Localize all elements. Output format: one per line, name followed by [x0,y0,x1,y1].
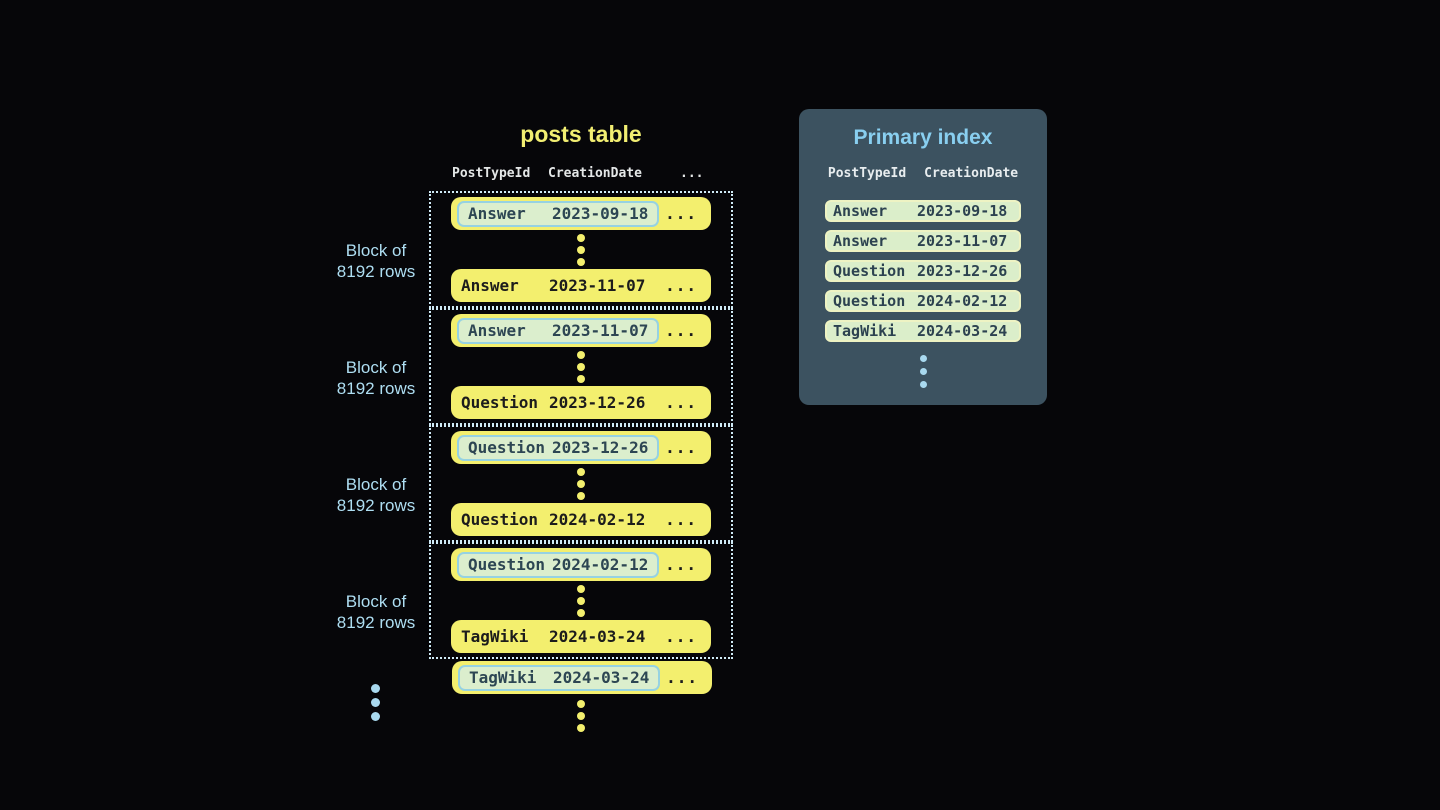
block-label-line2: 8192 rows [336,496,416,515]
creation-date-cell: 2024-02-12 [549,510,646,529]
post-type-cell: Question [461,510,539,529]
index-row: Question 2024-02-12 [825,290,1021,312]
index-row: Answer 2023-11-07 [825,230,1021,252]
indexed-row-highlight: Question 2023-12-26 [457,434,660,461]
primary-index-header-row: PostTypeId CreationDate [799,166,1047,181]
block-label: Block of 8192 rows [311,474,441,516]
block-of-rows: Question 2023-12-26 ... Question 2024-02… [429,425,733,542]
table-row: Question 2024-02-12 ... [451,503,711,536]
post-type-cell: Question [833,262,906,280]
row-gap-dots [577,584,585,617]
block-label: Block of 8192 rows [311,357,441,399]
blocks-stack: Answer 2023-09-18 ... Answer 2023-11-07 … [429,191,733,659]
post-type-cell: TagWiki [461,627,529,646]
table-row: Question 2023-12-26 ... [451,431,711,464]
more-blocks-dots [371,684,380,721]
indexed-row-highlight: Answer 2023-11-07 [457,317,660,344]
index-more-dots [919,355,928,388]
block-of-rows: Answer 2023-11-07 ... Question 2023-12-2… [429,308,733,425]
row-gap-dots [577,467,585,500]
row-ellipsis: ... [665,276,697,295]
primary-index-panel: Primary index PostTypeId CreationDate An… [799,109,1047,405]
primary-index-title: Primary index [853,126,993,149]
table-row: Answer 2023-09-18 ... [451,197,711,230]
index-row: Answer 2023-09-18 [825,200,1021,222]
indexed-row-highlight: Question 2024-02-12 [457,551,660,578]
indexed-row-highlight: TagWiki 2024-03-24 [458,664,661,691]
row-gap-dots [577,233,585,266]
creation-date-cell: 2024-03-24 [549,627,646,646]
table-row: Question 2023-12-26 ... [451,386,711,419]
header-more-columns: ... [680,166,704,181]
post-type-cell: Question [468,438,546,457]
block-label-line1: Block of [345,241,407,260]
posts-table-header-row: PostTypeId CreationDate ... [452,166,722,181]
creation-date-cell: 2023-12-26 [549,393,646,412]
more-rows-dots [577,700,585,732]
index-row: TagWiki 2024-03-24 [825,320,1021,342]
post-type-cell: Answer [833,202,888,220]
header-creationdate: CreationDate [548,166,642,181]
post-type-cell: Question [468,555,546,574]
row-ellipsis: ... [665,438,697,457]
block-label-line2: 8192 rows [336,379,416,398]
creation-date-cell: 2024-03-24 [553,668,650,687]
block-label-line1: Block of [345,475,407,494]
post-type-cell: Answer [468,204,526,223]
post-type-cell: Answer [468,321,526,340]
creation-date-cell: 2023-09-18 [917,202,1008,220]
block-label-line1: Block of [345,358,407,377]
post-type-cell: TagWiki [833,322,897,340]
block-label-line2: 8192 rows [336,262,416,281]
primary-index-rows: Answer 2023-09-18 Answer 2023-11-07 Ques… [825,200,1021,342]
header-posttypeid: PostTypeId [827,166,907,181]
table-row: Answer 2023-11-07 ... [451,269,711,302]
block-of-rows: Answer 2023-09-18 ... Answer 2023-11-07 … [429,191,733,308]
block-label: Block of 8192 rows [311,591,441,633]
creation-date-cell: 2023-11-07 [552,321,649,340]
row-ellipsis: ... [665,393,697,412]
post-type-cell: Question [461,393,539,412]
post-type-cell: Question [833,292,906,310]
posts-table-title: posts table [520,121,642,147]
row-ellipsis: ... [665,555,697,574]
table-row: TagWiki 2024-03-24 ... [452,661,712,694]
row-gap-dots [577,350,585,383]
header-creationdate: CreationDate [924,166,1019,181]
creation-date-cell: 2024-02-12 [552,555,649,574]
creation-date-cell: 2023-11-07 [917,232,1008,250]
creation-date-cell: 2023-12-26 [552,438,649,457]
row-ellipsis: ... [666,668,698,687]
table-row: Answer 2023-11-07 ... [451,314,711,347]
block-label-line2: 8192 rows [336,613,416,632]
table-row: Question 2024-02-12 ... [451,548,711,581]
indexed-row-highlight: Answer 2023-09-18 [457,200,660,227]
post-type-cell: TagWiki [469,668,537,687]
creation-date-cell: 2024-03-24 [917,322,1008,340]
row-ellipsis: ... [665,321,697,340]
row-ellipsis: ... [665,627,697,646]
creation-date-cell: 2023-12-26 [917,262,1008,280]
creation-date-cell: 2023-09-18 [552,204,649,223]
block-label: Block of 8192 rows [311,240,441,282]
creation-date-cell: 2023-11-07 [549,276,646,295]
post-type-cell: Answer [833,232,888,250]
block-label-line1: Block of [345,592,407,611]
header-posttypeid: PostTypeId [452,166,531,181]
row-ellipsis: ... [665,510,697,529]
index-row: Question 2023-12-26 [825,260,1021,282]
creation-date-cell: 2024-02-12 [917,292,1008,310]
table-row: TagWiki 2024-03-24 ... [451,620,711,653]
block-of-rows: Question 2024-02-12 ... TagWiki 2024-03-… [429,542,733,659]
post-type-cell: Answer [461,276,519,295]
row-ellipsis: ... [665,204,697,223]
